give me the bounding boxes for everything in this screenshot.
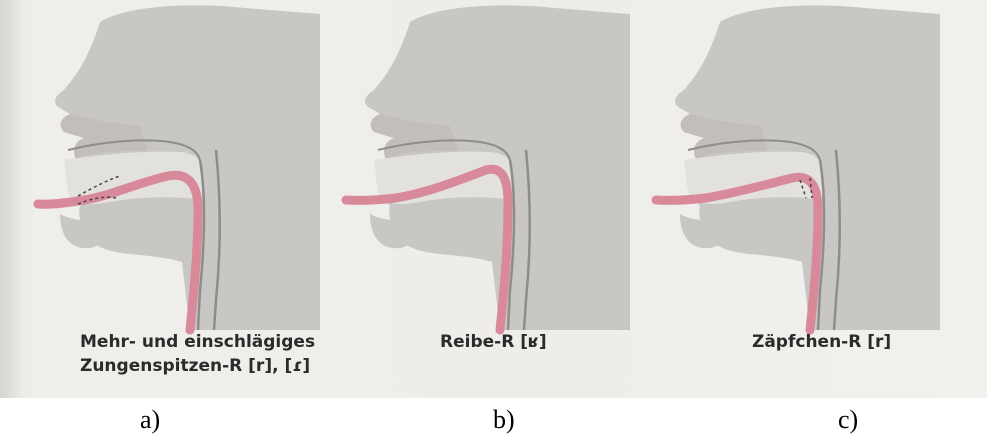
panel-a-head-illustration bbox=[30, 0, 330, 330]
panel-c-caption: Zäpfchen-R [r] bbox=[752, 330, 891, 354]
panel-b-caption: Reibe-R [ʁ] bbox=[440, 330, 547, 354]
panel-a-diagram bbox=[30, 0, 330, 330]
panel-b-head-illustration bbox=[340, 0, 640, 330]
panel-b-label: b) bbox=[493, 405, 515, 435]
panel-c-label: c) bbox=[838, 405, 858, 435]
panel-a-caption: Mehr- und einschlägiges Zungenspitzen-R … bbox=[80, 330, 315, 378]
panel-c-caption-line1: Zäpfchen-R [r] bbox=[752, 330, 891, 354]
panel-a-caption-line1: Mehr- und einschlägiges bbox=[80, 330, 315, 354]
panel-a-caption-line2: Zungenspitzen-R [r], [ɾ] bbox=[80, 354, 315, 378]
panel-c-head-illustration bbox=[650, 0, 950, 330]
panel-b-caption-line1: Reibe-R [ʁ] bbox=[440, 330, 547, 354]
panel-b-diagram bbox=[340, 0, 640, 330]
panel-a-label: a) bbox=[140, 405, 160, 435]
panel-c-diagram bbox=[650, 0, 950, 330]
page-fold-shadow bbox=[0, 0, 22, 398]
